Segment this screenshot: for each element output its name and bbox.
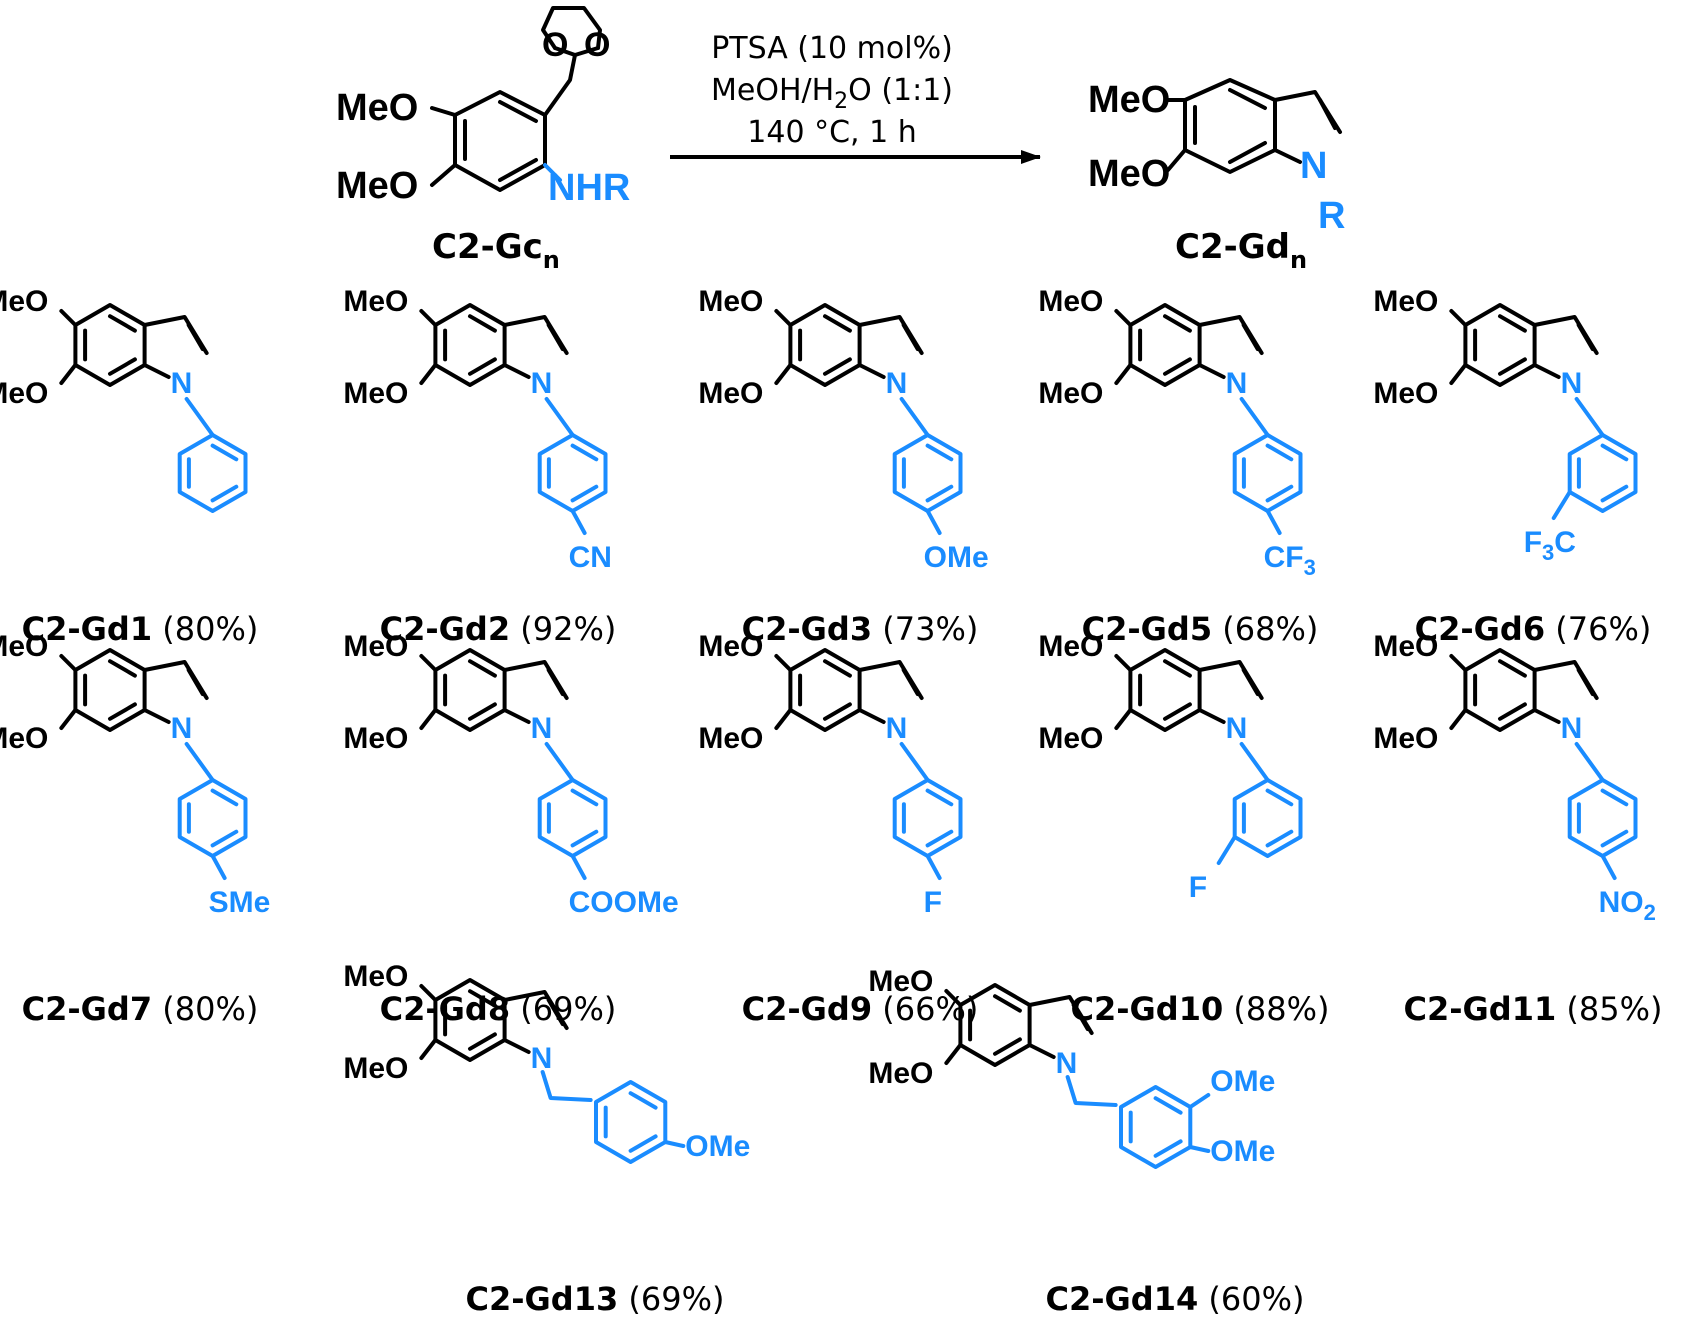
compound-label-gd7: C2-Gd7 (80%) <box>22 990 259 1028</box>
svg-text:MeO: MeO <box>0 377 48 410</box>
svg-text:N: N <box>171 712 193 745</box>
product-meo-top: MeO <box>1088 79 1170 121</box>
svg-text:CN: CN <box>569 541 612 574</box>
svg-text:N: N <box>531 1042 553 1075</box>
reactant-meo-bottom: MeO <box>336 165 418 207</box>
compound-label-gd9: C2-Gd9 (66%) <box>742 990 979 1028</box>
product-meo-bottom: MeO <box>1088 153 1170 195</box>
svg-text:MeO: MeO <box>343 630 408 663</box>
compound-label-gd8: C2-Gd8 (69%) <box>380 990 617 1028</box>
svg-text:MeO: MeO <box>0 285 48 318</box>
compound-label-gd3: C2-Gd3 (73%) <box>742 610 979 648</box>
compound-structure-c2-gd8: MeO MeO N COOMe <box>343 630 678 919</box>
condition-catalyst: PTSA (10 mol%) <box>711 31 953 66</box>
condition-temperature: 140 °C, 1 h <box>747 115 916 150</box>
svg-text:MeO: MeO <box>698 630 763 663</box>
svg-text:MeO: MeO <box>698 377 763 410</box>
svg-text:MeO: MeO <box>1038 630 1103 663</box>
reactant-label: C2-Gcn <box>432 227 560 274</box>
svg-text:F: F <box>1189 871 1207 904</box>
svg-text:MeO: MeO <box>343 1052 408 1085</box>
svg-text:MeO: MeO <box>868 965 933 998</box>
svg-text:OMe: OMe <box>1210 1065 1275 1098</box>
svg-text:MeO: MeO <box>0 722 48 755</box>
svg-text:MeO: MeO <box>1373 630 1438 663</box>
svg-text:N: N <box>886 712 908 745</box>
svg-text:MeO: MeO <box>1038 377 1103 410</box>
svg-text:N: N <box>1226 367 1248 400</box>
reactant-nh-bond <box>543 163 562 182</box>
svg-text:MeO: MeO <box>343 960 408 993</box>
svg-text:N: N <box>531 367 553 400</box>
compound-structure-c2-gd1: MeO MeO N <box>0 285 248 513</box>
svg-text:OMe: OMe <box>924 541 989 574</box>
svg-text:MeO: MeO <box>698 722 763 755</box>
compound-label-gd13: C2-Gd13 (69%) <box>466 1280 725 1318</box>
svg-text:N: N <box>886 367 908 400</box>
product-label: C2-Gdn <box>1175 227 1307 274</box>
reactant-oxygen-right: O <box>584 26 610 64</box>
compound-structure-c2-gd7: MeO MeO N SMe <box>0 630 270 919</box>
svg-text:N: N <box>171 367 193 400</box>
reactant-oxygen-left: O <box>542 26 568 64</box>
svg-text:MeO: MeO <box>1038 285 1103 318</box>
svg-text:MeO: MeO <box>698 285 763 318</box>
svg-text:COOMe: COOMe <box>569 886 679 919</box>
svg-text:MeO: MeO <box>1373 285 1438 318</box>
svg-text:MeO: MeO <box>0 630 48 663</box>
svg-text:N: N <box>531 712 553 745</box>
svg-text:N: N <box>1056 1047 1078 1080</box>
svg-text:OMe: OMe <box>1210 1135 1275 1168</box>
compound-label-gd2: C2-Gd2 (92%) <box>380 610 617 648</box>
svg-text:N: N <box>1561 367 1583 400</box>
compound-label-gd1: C2-Gd1 (80%) <box>22 610 259 648</box>
product-meo-bonds <box>1166 98 1187 172</box>
svg-text:CF3: CF3 <box>1264 541 1316 580</box>
compound-structure-c2-gd5: MeO MeO N CF3 <box>1038 285 1316 580</box>
svg-text:MeO: MeO <box>1373 722 1438 755</box>
svg-text:N: N <box>1561 712 1583 745</box>
svg-text:MeO: MeO <box>1038 722 1103 755</box>
reactant-meo-bonds <box>430 106 457 187</box>
product-nitrogen: N <box>1300 145 1327 187</box>
compound-label-gd10: C2-Gd10 (88%) <box>1071 990 1330 1028</box>
compound-structure-c2-gd11: MeO MeO N NO2 <box>1373 630 1656 925</box>
compound-structure-c2-gd13: MeO MeO N OMe <box>343 960 750 1164</box>
svg-text:N: N <box>1226 712 1248 745</box>
condition-solvent: MeOH/H2O (1:1) <box>711 73 953 114</box>
svg-text:SMe: SMe <box>209 886 271 919</box>
svg-text:MeO: MeO <box>868 1057 933 1090</box>
compound-structure-c2-gd9: MeO MeO N F <box>698 630 963 919</box>
compound-structure-c2-gd3: MeO MeO N OMe <box>698 285 988 574</box>
compound-label-gd6: C2-Gd6 (76%) <box>1415 610 1652 648</box>
svg-text:MeO: MeO <box>343 285 408 318</box>
svg-text:F: F <box>924 886 942 919</box>
compound-label-gd5: C2-Gd5 (68%) <box>1082 610 1319 648</box>
reactant-meo-top: MeO <box>336 87 418 129</box>
svg-text:F3C: F3C <box>1524 526 1576 565</box>
reactant-nhr: NHR <box>548 167 630 209</box>
compound-label-gd11: C2-Gd11 (85%) <box>1404 990 1663 1028</box>
reactant-structure <box>453 6 602 192</box>
compound-structure-c2-gd2: MeO MeO N CN <box>343 285 612 574</box>
svg-text:NO2: NO2 <box>1599 886 1656 925</box>
product-r-group: R <box>1318 195 1345 237</box>
svg-text:MeO: MeO <box>343 377 408 410</box>
compound-structure-c2-gd6: MeO MeO N F3C <box>1373 285 1638 565</box>
svg-text:OMe: OMe <box>685 1130 750 1163</box>
svg-text:MeO: MeO <box>343 722 408 755</box>
svg-text:MeO: MeO <box>1373 377 1438 410</box>
compound-structures: MeOMeONMeOMeONCNMeOMeONOMeMeOMeONCF3MeOM… <box>0 285 1656 1169</box>
compound-label-gd14: C2-Gd14 (60%) <box>1046 1280 1305 1318</box>
product-structure <box>1183 78 1342 174</box>
compound-structure-c2-gd10: MeO MeO N F <box>1038 630 1303 904</box>
